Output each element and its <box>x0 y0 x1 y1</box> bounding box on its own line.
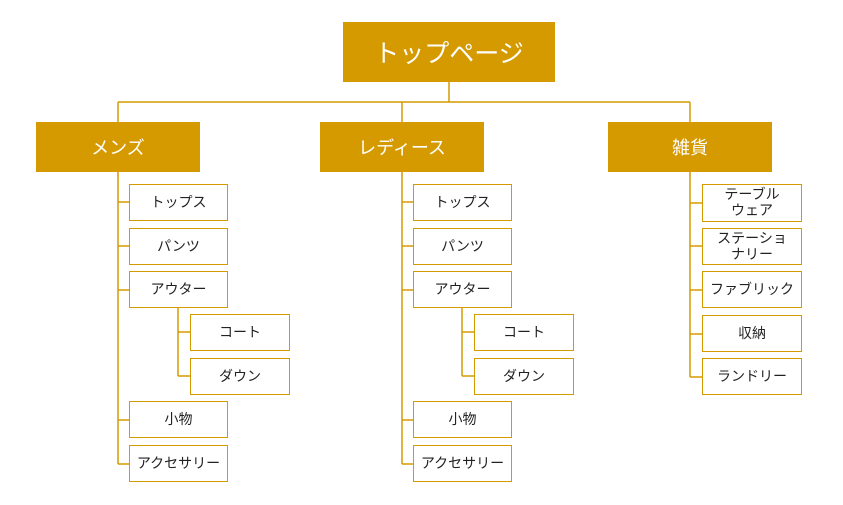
node-mens-accessories: アクセサリー <box>129 445 228 482</box>
category-node-mens: メンズ <box>36 122 200 172</box>
node-goods-storage: 収納 <box>702 315 802 352</box>
node-ladies-outer: アウター <box>413 271 512 308</box>
node-goods-laundry: ランドリー <box>702 358 802 395</box>
node-ladies-coat: コート <box>474 314 574 351</box>
node-mens-outer: アウター <box>129 271 228 308</box>
node-ladies-accessories-small: 小物 <box>413 401 512 438</box>
node-mens-accessories-small: 小物 <box>129 401 228 438</box>
category-node-ladies: レディース <box>320 122 484 172</box>
node-mens-tops: トップス <box>129 184 228 221</box>
node-ladies-tops: トップス <box>413 184 512 221</box>
node-ladies-accessories: アクセサリー <box>413 445 512 482</box>
node-goods-stationery: ステーショ ナリー <box>702 228 802 265</box>
node-ladies-pants: パンツ <box>413 228 512 265</box>
category-node-goods: 雑貨 <box>608 122 772 172</box>
node-ladies-down: ダウン <box>474 358 574 395</box>
node-mens-down: ダウン <box>190 358 290 395</box>
node-mens-pants: パンツ <box>129 228 228 265</box>
node-goods-tableware: テーブル ウェア <box>702 184 802 222</box>
root-node: トップページ <box>343 22 555 82</box>
node-goods-fabric: ファブリック <box>702 271 802 308</box>
node-mens-coat: コート <box>190 314 290 351</box>
